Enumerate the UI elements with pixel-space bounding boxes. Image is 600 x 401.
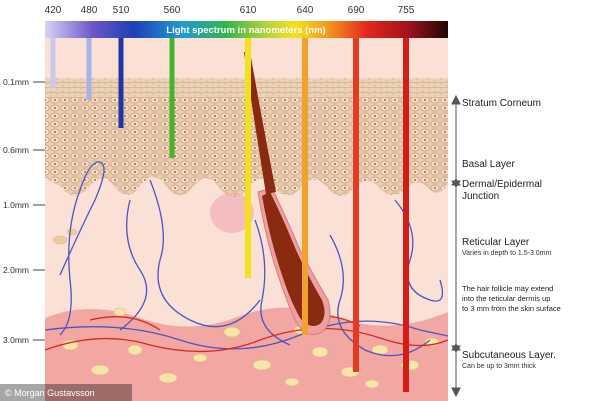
hair-follicle [244, 52, 331, 335]
depth-label-4: 3.0mm [3, 335, 29, 345]
wavelength-label-510: 510 [113, 5, 130, 16]
label-subcutaneous-sub: Can be up to 3mm thick [462, 363, 536, 370]
wavelength-label-560: 560 [164, 5, 181, 16]
follicle-note-1: The hair follicle may extend [462, 284, 553, 293]
credit-backdrop [0, 384, 132, 401]
wavelength-bar-755 [403, 38, 409, 392]
wavelength-bar-420 [50, 38, 56, 88]
veins [44, 161, 449, 357]
wavelength-label-610: 610 [240, 5, 257, 16]
label-dermal-epidermal-1: Dermal/Epidermal [462, 179, 542, 190]
label-basal-layer: Basal Layer [462, 159, 515, 170]
wavelength-label-480: 480 [81, 5, 98, 16]
label-dermal-epidermal-2: Junction [462, 191, 499, 202]
hair-shaft [244, 52, 276, 194]
depth-label-3: 2.0mm [3, 265, 29, 275]
spectrum-bar [45, 21, 448, 38]
wavelength-bar-510 [118, 38, 124, 128]
label-subcutaneous: Subcutaneous Layer. [462, 350, 556, 361]
follicle-note-3: to 3 mm from the skin surface [462, 304, 561, 313]
papilla-blob [210, 193, 254, 233]
wavelength-label-755: 755 [398, 5, 415, 16]
wavelength-bar-560 [169, 38, 175, 158]
depth-label-0: 0.1mm [3, 77, 29, 87]
depth-scale: 0.1mm 0.6mm 1.0mm 2.0mm 3.0mm [3, 77, 45, 345]
follicle-note-2: into the reticular dermis up [462, 294, 550, 303]
spectrum-title: Light spectrum in nanometers (nm) [166, 25, 325, 36]
depth-label-1: 0.6mm [3, 145, 29, 155]
wavelength-label-640: 640 [297, 5, 314, 16]
depth-label-2: 1.0mm [3, 200, 29, 210]
wavelength-bar-640 [302, 38, 308, 335]
wavelength-bar-610 [245, 38, 251, 278]
label-reticular-sub: Varies in depth to 1.5-3.0mm [462, 250, 552, 257]
wavelength-bar-480 [86, 38, 92, 100]
label-stratum-corneum: Stratum Corneum [462, 98, 541, 109]
credit-text: © Morgan Gustavsson [5, 388, 95, 398]
wavelength-bar-690 [353, 38, 359, 372]
label-reticular-layer: Reticular Layer [462, 237, 530, 248]
wavelength-bars [50, 38, 409, 392]
wavelength-label-420: 420 [45, 5, 62, 16]
wavelength-labels: 420 480 510 560 610 640 690 755 [45, 5, 415, 16]
layer-bracket [451, 94, 461, 398]
wavelength-label-690: 690 [348, 5, 365, 16]
